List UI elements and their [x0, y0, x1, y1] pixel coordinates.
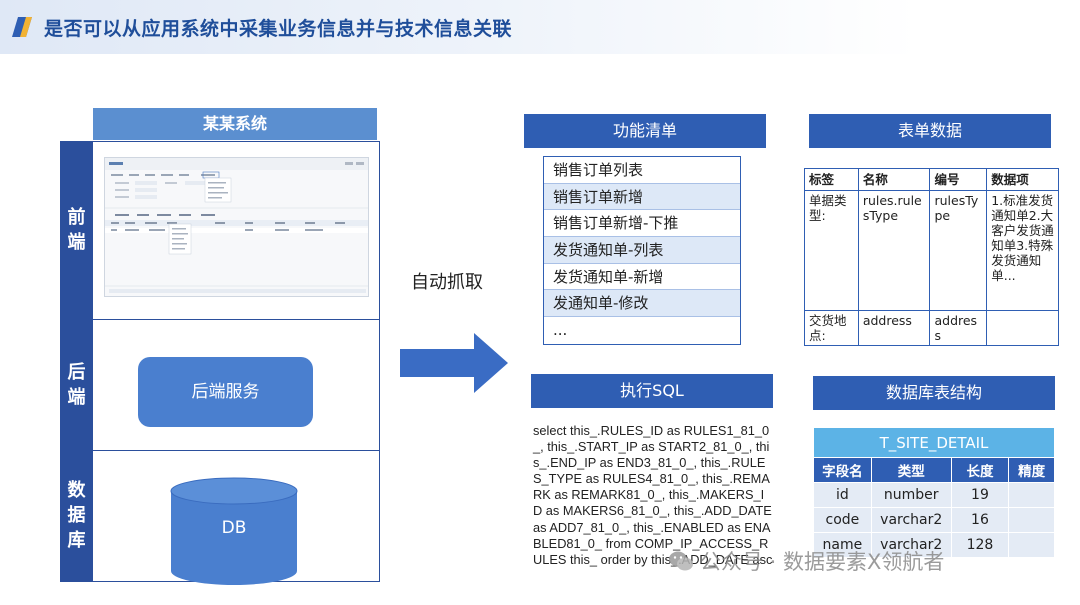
feature-list-item: ...	[553, 321, 568, 340]
form-header-cell: 标签	[804, 168, 859, 191]
db-header-cell: 字段名	[813, 457, 872, 483]
feature-list-item: 销售订单列表	[544, 157, 740, 184]
db-label: DB	[221, 518, 247, 538]
db-cell	[1008, 507, 1055, 533]
layer-divider	[60, 450, 380, 451]
db-table-name: T_SITE_DETAIL	[813, 427, 1055, 458]
form-header-cell: 名称	[857, 168, 931, 191]
form-cell: 1.标准发货通知单2.大客户发货通知单3.特殊发货通知单...	[986, 190, 1059, 311]
db-cell	[1008, 482, 1055, 508]
watermark: 公众号 · 数据要素X领航者	[668, 546, 944, 576]
feature-list: 销售订单列表销售订单新增销售订单新增-下推发货通知单-列表发货通知单-新增发通知…	[543, 156, 741, 345]
db-header-cell: 长度	[950, 457, 1010, 483]
form-cell	[986, 310, 1059, 346]
header-accent-icon	[12, 17, 32, 37]
db-header-cell: 精度	[1008, 457, 1055, 483]
form-cell: rulesType	[929, 190, 988, 311]
watermark-text: 公众号 · 数据要素X领航者	[700, 550, 945, 574]
wechat-icon	[669, 551, 693, 571]
layer-divider	[60, 319, 380, 320]
db-cell: 19	[950, 482, 1010, 508]
db-cell: varchar2	[870, 532, 952, 558]
db-cell: name	[813, 532, 872, 558]
db-cell: code	[813, 507, 872, 533]
layer-column	[60, 141, 93, 582]
feature-list-title: 功能清单	[524, 114, 766, 148]
db-header-cell: 类型	[870, 457, 952, 483]
page-title: 是否可以从应用系统中采集业务信息并与技术信息关联	[44, 18, 513, 40]
form-cell: address	[929, 310, 988, 346]
sql-title: 执行SQL	[531, 374, 773, 408]
form-cell: address	[857, 310, 931, 346]
form-data-title: 表单数据	[809, 114, 1051, 148]
db-structure-title: 数据库表结构	[813, 376, 1055, 410]
screenshot-image	[105, 158, 368, 296]
feature-list-item: 销售订单新增	[544, 183, 740, 211]
backend-service-box: 后端服务	[138, 357, 313, 427]
feature-list-item: 发通知单-修改	[544, 290, 740, 318]
auto-capture-label: 自动抓取	[411, 272, 483, 293]
right-arrow-icon	[400, 333, 508, 393]
layer-label-frontend: 前端	[67, 207, 86, 253]
form-cell: 交货地点:	[804, 310, 859, 346]
feature-list-item: 发货通知单-新增	[544, 264, 740, 291]
form-cell: rules.rulesType	[857, 190, 931, 311]
sql-text: select this_.RULES_ID as RULES1_81_0_, t…	[533, 423, 773, 567]
db-cell: 16	[950, 507, 1010, 533]
form-header-cell: 数据项	[986, 168, 1059, 191]
feature-list-item: 发货通知单-列表	[544, 237, 740, 264]
form-cell: 单据类型:	[804, 190, 859, 311]
layer-label-backend: 后端	[67, 362, 86, 408]
db-cell: number	[870, 482, 952, 508]
feature-list-item: 销售订单新增-下推	[544, 210, 740, 238]
form-header-cell: 编号	[929, 168, 988, 191]
system-title: 某某系统	[93, 108, 377, 140]
db-cell: varchar2	[870, 507, 952, 533]
db-cell	[1008, 532, 1055, 558]
frontend-screenshot	[104, 157, 369, 297]
database-cylinder-icon	[170, 477, 298, 585]
slide-header: 是否可以从应用系统中采集业务信息并与技术信息关联	[0, 0, 1080, 54]
layer-label-database: 数据库	[67, 480, 86, 551]
db-cell: id	[813, 482, 872, 508]
db-cell: 128	[950, 532, 1010, 558]
